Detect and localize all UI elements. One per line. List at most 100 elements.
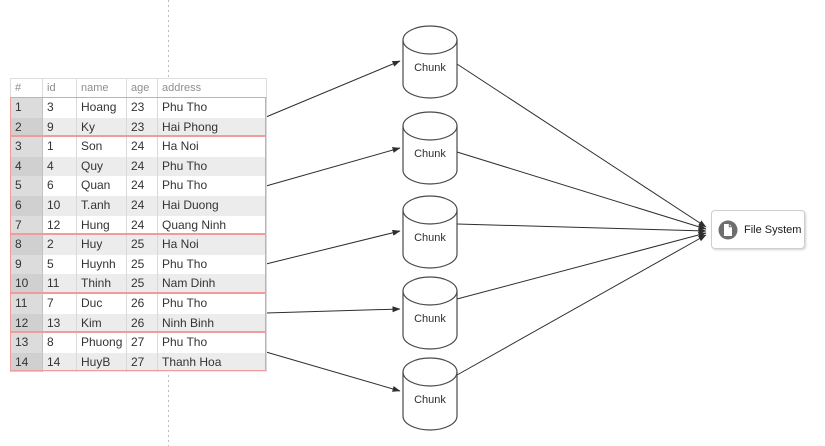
row-group-age-23[interactable]	[10, 97, 266, 137]
table-cell: 13	[42, 313, 77, 334]
table-cell: Quan	[76, 176, 127, 196]
table-cell: Phu Tho	[157, 254, 267, 275]
row-index-cell: 5	[10, 176, 43, 196]
cylinder-shape	[402, 111, 458, 185]
table-cell: T.anh	[76, 195, 127, 216]
chunk-label: Chunk	[414, 394, 446, 406]
table-cell: 5	[42, 254, 77, 275]
row-index-cell: 7	[10, 215, 43, 236]
row-index-cell: 3	[10, 137, 43, 157]
cylinder-top-arc	[402, 290, 458, 306]
table-cell: Kim	[76, 313, 127, 334]
edge-group3-to-chunk3[interactable]	[265, 229, 401, 265]
table-cell: 24	[126, 176, 158, 196]
row-group-age-26[interactable]	[10, 293, 266, 333]
chunk-node-4[interactable]: Chunk	[402, 276, 458, 350]
chunk-label: Chunk	[414, 232, 446, 244]
table-cell: 7	[42, 293, 77, 314]
table-cell: 25	[126, 254, 158, 275]
file-system-node[interactable]: File System	[711, 210, 805, 249]
table-cell: 24	[126, 195, 158, 216]
file-system-label: File System	[744, 223, 802, 236]
table-cell: 23	[126, 117, 158, 138]
table-cell: 24	[126, 215, 158, 236]
cylinder-top-arc	[402, 125, 458, 141]
table-cell: 24	[126, 137, 158, 157]
edge-chunk2-to-fs[interactable]	[456, 151, 707, 230]
table-cell: 10	[42, 195, 77, 216]
table-cell: Phu Tho	[157, 333, 267, 353]
table-cell: 26	[126, 293, 158, 314]
column-header: id	[42, 78, 77, 98]
row-index-cell: 8	[10, 235, 43, 255]
chunk-label: Chunk	[414, 313, 446, 325]
table-cell: HuyB	[76, 352, 127, 373]
table-cell: 25	[126, 235, 158, 255]
column-header: #	[10, 78, 43, 98]
column-header: address	[157, 78, 267, 98]
edge-chunk1-to-fs[interactable]	[456, 63, 707, 228]
edge-group1-to-chunk1[interactable]	[265, 60, 401, 118]
table-cell: 26	[126, 313, 158, 334]
edge-group4-to-chunk4[interactable]	[265, 306, 401, 314]
cylinder-shape	[402, 276, 458, 350]
table-cell: 24	[126, 156, 158, 177]
column-header: name	[76, 78, 127, 98]
table-cell: Duc	[76, 293, 127, 314]
edge-chunk4-to-fs[interactable]	[456, 232, 707, 300]
row-index-cell: 4	[10, 156, 43, 177]
table-cell: Huynh	[76, 254, 127, 275]
table-cell: Thanh Hoa	[157, 352, 267, 373]
cylinder-top-arc	[402, 39, 458, 55]
table-cell: Phu Tho	[157, 97, 267, 118]
table-cell: Hai Phong	[157, 117, 267, 138]
table-cell: Phuong	[76, 333, 127, 353]
row-index-cell: 13	[10, 333, 43, 353]
table-cell: 3	[42, 97, 77, 118]
chunk-node-5[interactable]: Chunk	[402, 357, 458, 431]
chunk-node-1[interactable]: Chunk	[402, 25, 458, 99]
edge-group2-to-chunk2[interactable]	[265, 147, 401, 187]
chunk-node-3[interactable]: Chunk	[402, 195, 458, 269]
row-group-age-27[interactable]	[10, 332, 266, 372]
table-cell: Hai Duong	[157, 195, 267, 216]
table-cell: Thinh	[76, 274, 127, 294]
row-index-cell: 2	[10, 117, 43, 138]
edge-group5-to-chunk5[interactable]	[265, 351, 401, 392]
table-cell: Son	[76, 137, 127, 157]
cylinder-top-arc	[402, 371, 458, 387]
table-cell: 27	[126, 333, 158, 353]
column-header: age	[126, 78, 158, 98]
table-cell: 23	[126, 97, 158, 118]
table-cell: 1	[42, 137, 77, 157]
row-index-cell: 6	[10, 195, 43, 216]
row-index-cell: 14	[10, 352, 43, 373]
table-cell: Phu Tho	[157, 176, 267, 196]
row-index-cell: 1	[10, 97, 43, 118]
row-index-cell: 11	[10, 293, 43, 314]
chunk-node-2[interactable]: Chunk	[402, 111, 458, 185]
table-cell: Ninh Binh	[157, 313, 267, 334]
cylinder-shape	[402, 195, 458, 269]
edge-chunk5-to-fs[interactable]	[456, 234, 707, 376]
row-group-age-25[interactable]	[10, 234, 266, 293]
chunk-label: Chunk	[414, 62, 446, 74]
table-cell: Ha Noi	[157, 137, 267, 157]
table-cell: Phu Tho	[157, 293, 267, 314]
row-group-age-24[interactable]	[10, 136, 266, 235]
edge-chunk3-to-fs[interactable]	[456, 223, 707, 234]
table-cell: Huy	[76, 235, 127, 255]
